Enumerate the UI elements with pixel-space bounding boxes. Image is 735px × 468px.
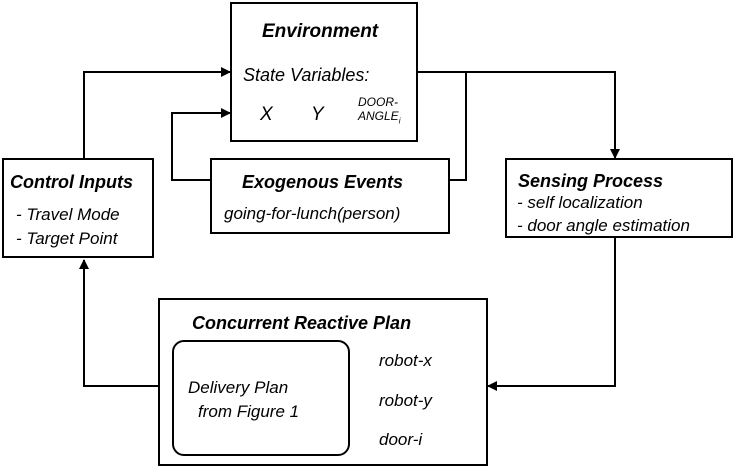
exogenous-events-title: Exogenous Events [242, 172, 404, 192]
sensing-process-title: Sensing Process [518, 171, 664, 191]
arrow-control-to-environment [83, 67, 231, 158]
arrow-sensing-to-plan [487, 236, 616, 391]
state-var-y: Y [311, 104, 324, 125]
door-line-2: ANGLE [358, 109, 399, 123]
exogenous-events-box: Exogenous Events going-for-lunch(person) [210, 158, 450, 234]
plan-var-robot-x: robot-x [379, 351, 432, 370]
state-var-door-angle: DOOR- ANGLEi [358, 95, 400, 128]
delivery-plan-box: Delivery Plan from Figure 1 [172, 340, 350, 456]
exogenous-event-item: going-for-lunch(person) [224, 204, 401, 223]
control-inputs-title: Control Inputs [10, 172, 133, 192]
state-var-x: X [260, 104, 273, 125]
arrow-plan-to-control [79, 259, 158, 387]
sensing-process-item: - door angle estimation [517, 216, 690, 235]
plan-var-door-i: door-i [379, 430, 423, 449]
sensing-process-item: - self localization [517, 193, 643, 212]
concurrent-reactive-plan-box: Concurrent Reactive Plan Delivery Plan f… [158, 298, 488, 466]
sensing-process-box: Sensing Process - self localization - do… [505, 158, 733, 238]
delivery-plan-line-1: Delivery Plan [188, 378, 289, 397]
control-inputs-box: Control Inputs - Travel Mode - Target Po… [2, 158, 154, 258]
control-input-item: - Travel Mode [16, 205, 120, 224]
delivery-plan-line-2: from Figure 1 [198, 402, 300, 421]
door-line-1: DOOR- [358, 95, 398, 109]
arrow-environment-to-sensing [418, 71, 620, 159]
door-subscript: i [398, 116, 401, 126]
plan-var-robot-y: robot-y [379, 391, 432, 410]
control-input-item: - Target Point [16, 229, 118, 248]
state-variables-label: State Variables: [243, 65, 370, 85]
environment-box: Environment State Variables: X Y DOOR- A… [230, 2, 418, 142]
environment-title: Environment [262, 21, 379, 42]
line-exogenous-right [450, 72, 467, 181]
concurrent-reactive-plan-title: Concurrent Reactive Plan [192, 313, 412, 333]
arrow-exogenous-to-environment [171, 108, 231, 181]
